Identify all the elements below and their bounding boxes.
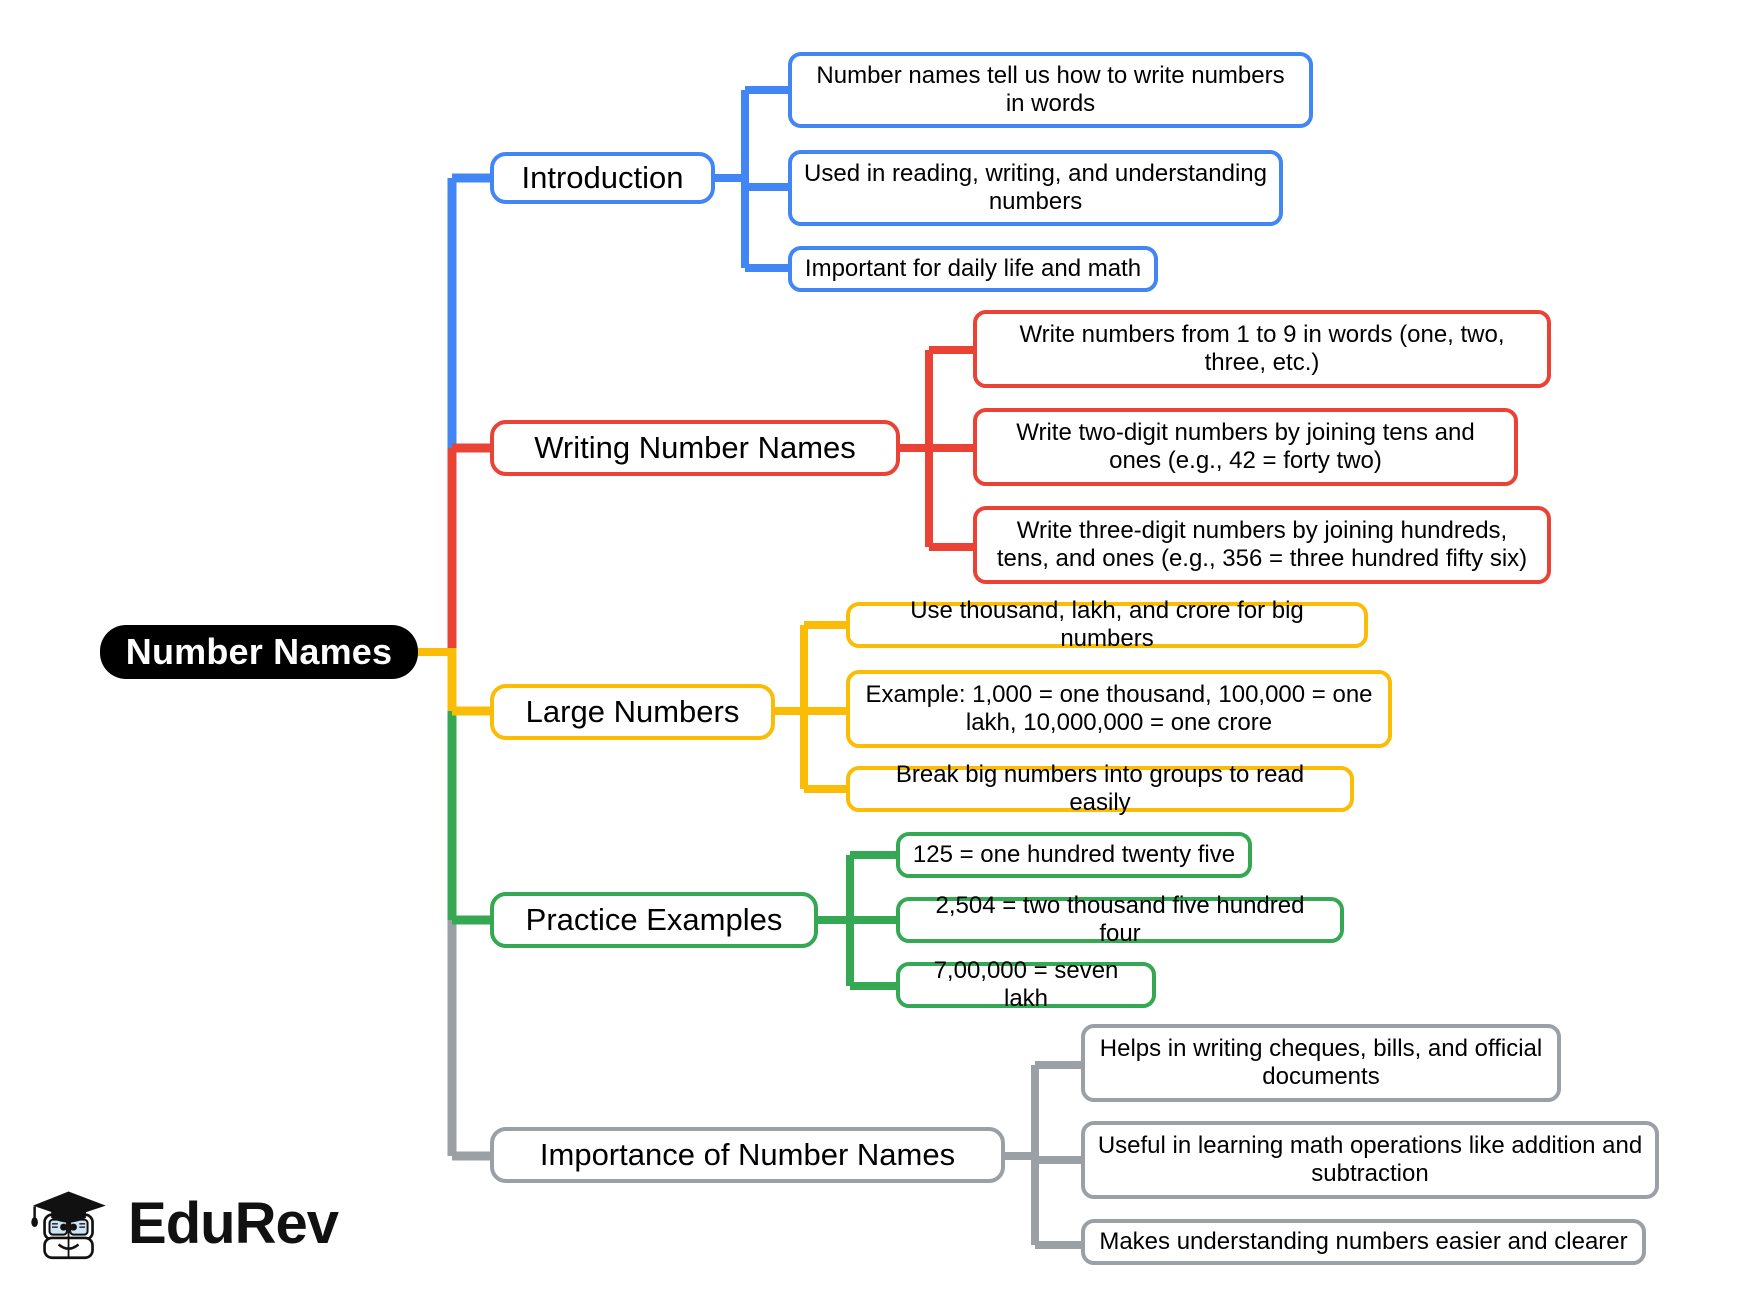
branch-node-practice-examples[interactable]: Practice Examples: [490, 892, 818, 948]
branch-label-importance-of-number-names: Importance of Number Names: [539, 1136, 956, 1172]
leaf-node-writing-2[interactable]: Write two-digit numbers by joining tens …: [973, 408, 1518, 486]
leaf-label: Used in reading, writing, and understand…: [804, 159, 1267, 215]
branch-label-large-numbers: Large Numbers: [525, 693, 740, 729]
leaf-label: Important for daily life and math: [804, 254, 1142, 282]
branch-label-writing-number-names: Writing Number Names: [534, 429, 856, 465]
leaf-node-practice-2[interactable]: 2,504 = two thousand five hundred four: [896, 892, 1344, 947]
leaf-label: Example: 1,000 = one thousand, 100,000 =…: [865, 680, 1373, 736]
leaf-node-introduction-2[interactable]: Used in reading, writing, and understand…: [788, 150, 1283, 226]
branch-node-writing-number-names[interactable]: Writing Number Names: [490, 420, 900, 476]
root-node-label: Number Names: [125, 630, 393, 672]
leaf-node-writing-1[interactable]: Write numbers from 1 to 9 in words (one,…: [973, 310, 1551, 388]
branch-label-introduction: Introduction: [521, 159, 684, 195]
leaf-label: 7,00,000 = seven lakh: [933, 956, 1119, 1012]
branch-node-introduction[interactable]: Introduction: [490, 152, 715, 204]
leaf-label: Break big numbers into groups to read ea…: [895, 760, 1305, 816]
leaf-label: 2,504 = two thousand five hundred four: [935, 891, 1305, 947]
leaf-node-importance-2[interactable]: Useful in learning math operations like …: [1081, 1121, 1659, 1199]
leaf-node-practice-3[interactable]: 7,00,000 = seven lakh: [896, 957, 1156, 1012]
leaf-node-writing-3[interactable]: Write three-digit numbers by joining hun…: [973, 506, 1551, 584]
leaf-node-importance-1[interactable]: Helps in writing cheques, bills, and off…: [1081, 1024, 1561, 1102]
branch-label-practice-examples: Practice Examples: [525, 901, 783, 937]
leaf-node-practice-1[interactable]: 125 = one hundred twenty five: [896, 832, 1252, 878]
leaf-label: Helps in writing cheques, bills, and off…: [1099, 1034, 1543, 1090]
leaf-label: Write three-digit numbers by joining hun…: [996, 516, 1528, 572]
graduation-cap-book-mascot-icon: [31, 1191, 106, 1260]
root-node-number-names[interactable]: Number Names: [100, 625, 418, 679]
branch-node-importance-of-number-names[interactable]: Importance of Number Names: [490, 1127, 1005, 1183]
leaf-label: Number names tell us how to write number…: [816, 61, 1285, 117]
leaf-label: Makes understanding numbers easier and c…: [1099, 1227, 1628, 1255]
leaf-label: Write two-digit numbers by joining tens …: [1016, 418, 1475, 474]
edurev-logo: EduRev: [28, 1168, 339, 1278]
leaf-node-importance-3[interactable]: Makes understanding numbers easier and c…: [1081, 1219, 1646, 1265]
edurev-logo-text: EduRev: [128, 1190, 339, 1256]
leaf-label: Write numbers from 1 to 9 in words (one,…: [1019, 320, 1505, 376]
branch-node-large-numbers[interactable]: Large Numbers: [490, 684, 775, 740]
leaf-node-introduction-3[interactable]: Important for daily life and math: [788, 246, 1158, 292]
leaf-node-large-numbers-3[interactable]: Break big numbers into groups to read ea…: [846, 761, 1354, 816]
leaf-node-large-numbers-1[interactable]: Use thousand, lakh, and crore for big nu…: [846, 597, 1368, 652]
leaf-node-introduction-1[interactable]: Number names tell us how to write number…: [788, 52, 1313, 128]
leaf-label: 125 = one hundred twenty five: [912, 840, 1236, 868]
leaf-node-large-numbers-2[interactable]: Example: 1,000 = one thousand, 100,000 =…: [846, 670, 1392, 748]
leaf-label: Use thousand, lakh, and crore for big nu…: [910, 596, 1304, 652]
leaf-label: Useful in learning math operations like …: [1097, 1131, 1643, 1187]
